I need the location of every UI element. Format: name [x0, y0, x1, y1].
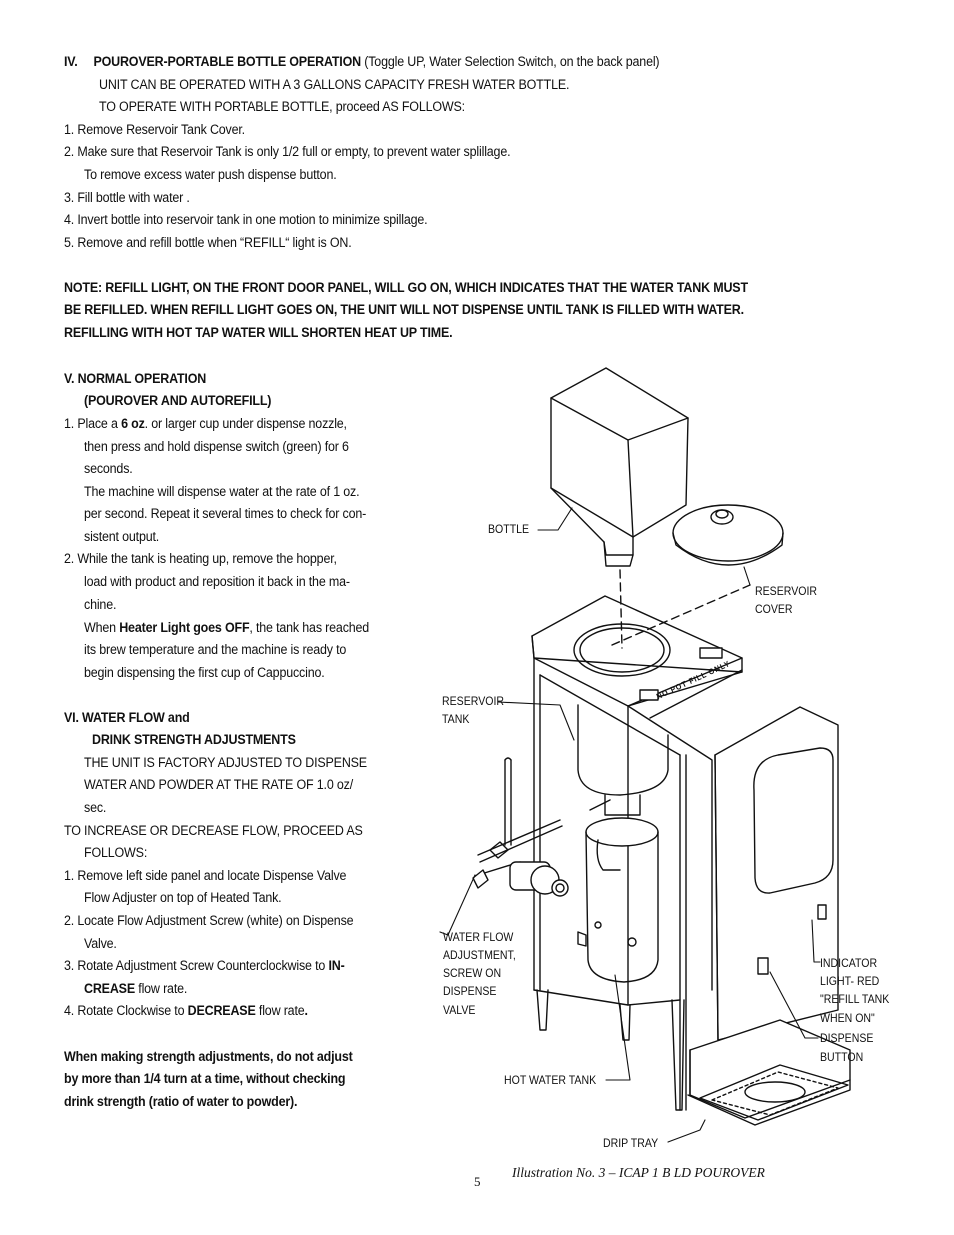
label-reservoir-tank: RESERVOIR [442, 694, 505, 708]
label-indicator: LIGHT- RED [820, 974, 880, 988]
section-4-line: UNIT CAN BE OPERATED WITH A 3 GALLONS CA… [99, 77, 570, 93]
bottle-drawing [550, 367, 689, 567]
body-line: Flow Adjuster on top of Heated Tank. [84, 890, 282, 906]
note-line: NOTE: REFILL LIGHT, ON THE FRONT DOOR PA… [64, 280, 748, 296]
body-line: FOLLOWS: [84, 845, 148, 861]
reservoir-cover-drawing [672, 504, 784, 566]
step-item: 1. Remove left side panel and locate Dis… [64, 868, 347, 884]
step-item: 3. Fill bottle with water . [64, 190, 190, 206]
body-line: chine. [84, 597, 117, 613]
step-item: 3. Rotate Adjustment Screw Counterclockw… [64, 958, 345, 974]
step-item: 4. Rotate Clockwise to DECREASE flow rat… [64, 1003, 308, 1019]
step-item: 2. Locate Flow Adjustment Screw (white) … [64, 913, 354, 929]
section-5-heading: V. NORMAL OPERATION [64, 371, 207, 387]
note-line: BE REFILLED. WHEN REFILL LIGHT GOES ON, … [64, 302, 744, 318]
label-reservoir-cover: RESERVOIR [755, 584, 818, 598]
step-item: 4. Invert bottle into reservoir tank in … [64, 212, 428, 228]
section-number: IV. [64, 54, 78, 70]
body-line: CREASE flow rate. [84, 981, 188, 997]
section-title: POUROVER-PORTABLE BOTTLE OPERATION [93, 54, 361, 70]
dispense-button-drawing [757, 957, 769, 975]
label-indicator: INDICATOR [820, 956, 878, 970]
hot-water-tank-drawing [577, 817, 659, 983]
warning-line: by more than 1/4 turn at a time, without… [64, 1071, 346, 1087]
body-line: The machine will dispense water at the r… [84, 484, 360, 500]
body-line: seconds. [84, 461, 133, 477]
label-bottle: BOTTLE [488, 522, 530, 536]
section-4-line: TO OPERATE WITH PORTABLE BOTTLE, proceed… [99, 99, 465, 115]
label-water-flow: VALVE [443, 1003, 476, 1017]
body-line: begin dispensing the first cup of Cappuc… [84, 665, 325, 681]
body-line: WATER AND POWDER AT THE RATE OF 1.0 oz/ [84, 777, 354, 793]
step-item: 1. Place a 6 oz. or larger cup under dis… [64, 416, 347, 432]
body-line: THE UNIT IS FACTORY ADJUSTED TO DISPENSE [84, 755, 367, 771]
label-water-flow: DISPENSE [443, 984, 497, 998]
reservoir-tank-drawing [577, 704, 669, 816]
body-line: its brew temperature and the machine is … [84, 642, 347, 658]
body-line: Valve. [84, 936, 117, 952]
section-4-heading: IV. POUROVER-PORTABLE BOTTLE OPERATION (T… [64, 51, 660, 73]
label-water-flow: SCREW ON [443, 966, 502, 980]
body-line: per second. Repeat it several times to c… [84, 506, 367, 522]
body-line: load with product and reposition it back… [84, 574, 350, 590]
cabinet-drawing [531, 595, 839, 1111]
label-indicator: "REFILL TANK [820, 992, 890, 1006]
section-5-subheading: (POUROVER AND AUTOREFILL) [84, 393, 272, 409]
body-line: TO INCREASE OR DECREASE FLOW, PROCEED AS [64, 823, 363, 839]
step-item: 1. Remove Reservoir Tank Cover. [64, 122, 245, 138]
label-water-flow: ADJUSTMENT, [443, 948, 516, 962]
label-drip-tray: DRIP TRAY [603, 1136, 659, 1150]
page-number: 5 [474, 1174, 481, 1189]
figure-caption: Illustration No. 3 – ICAP 1 B LD POUROVE… [512, 1165, 765, 1180]
label-reservoir-tank: TANK [442, 712, 470, 726]
label-water-flow: WATER FLOW [443, 930, 514, 944]
section-6-subheading: DRINK STRENGTH ADJUSTMENTS [92, 732, 296, 748]
body-line: When Heater Light goes OFF, the tank has… [84, 620, 370, 636]
label-dispense-button: BUTTON [820, 1050, 864, 1064]
indicator-light-drawing [817, 904, 827, 920]
warning-line: When making strength adjustments, do not… [64, 1049, 353, 1065]
section-6-heading: VI. WATER FLOW and [64, 710, 190, 726]
drip-tray-drawing [687, 1019, 851, 1126]
label-dispense-button: DISPENSE [820, 1031, 874, 1045]
label-reservoir-cover: COVER [755, 602, 793, 616]
step-item: 2. While the tank is heating up, remove … [64, 551, 337, 567]
step-item: To remove excess water push dispense but… [84, 167, 337, 183]
step-item: 2. Make sure that Reservoir Tank is only… [64, 144, 511, 160]
body-line: sistent output. [84, 529, 160, 545]
step-item: 5. Remove and refill bottle when “REFILL… [64, 235, 352, 251]
note-line: REFILLING WITH HOT TAP WATER WILL SHORTE… [64, 325, 453, 341]
body-line: sec. [84, 800, 107, 816]
warning-line: drink strength (ratio of water to powder… [64, 1094, 298, 1110]
label-indicator: WHEN ON" [820, 1011, 875, 1025]
body-line: then press and hold dispense switch (gre… [84, 439, 349, 455]
dispense-valve-drawing [472, 757, 611, 897]
label-hot-water-tank: HOT WATER TANK [504, 1073, 597, 1087]
section-note: (Toggle UP, Water Selection Switch, on t… [360, 54, 660, 70]
